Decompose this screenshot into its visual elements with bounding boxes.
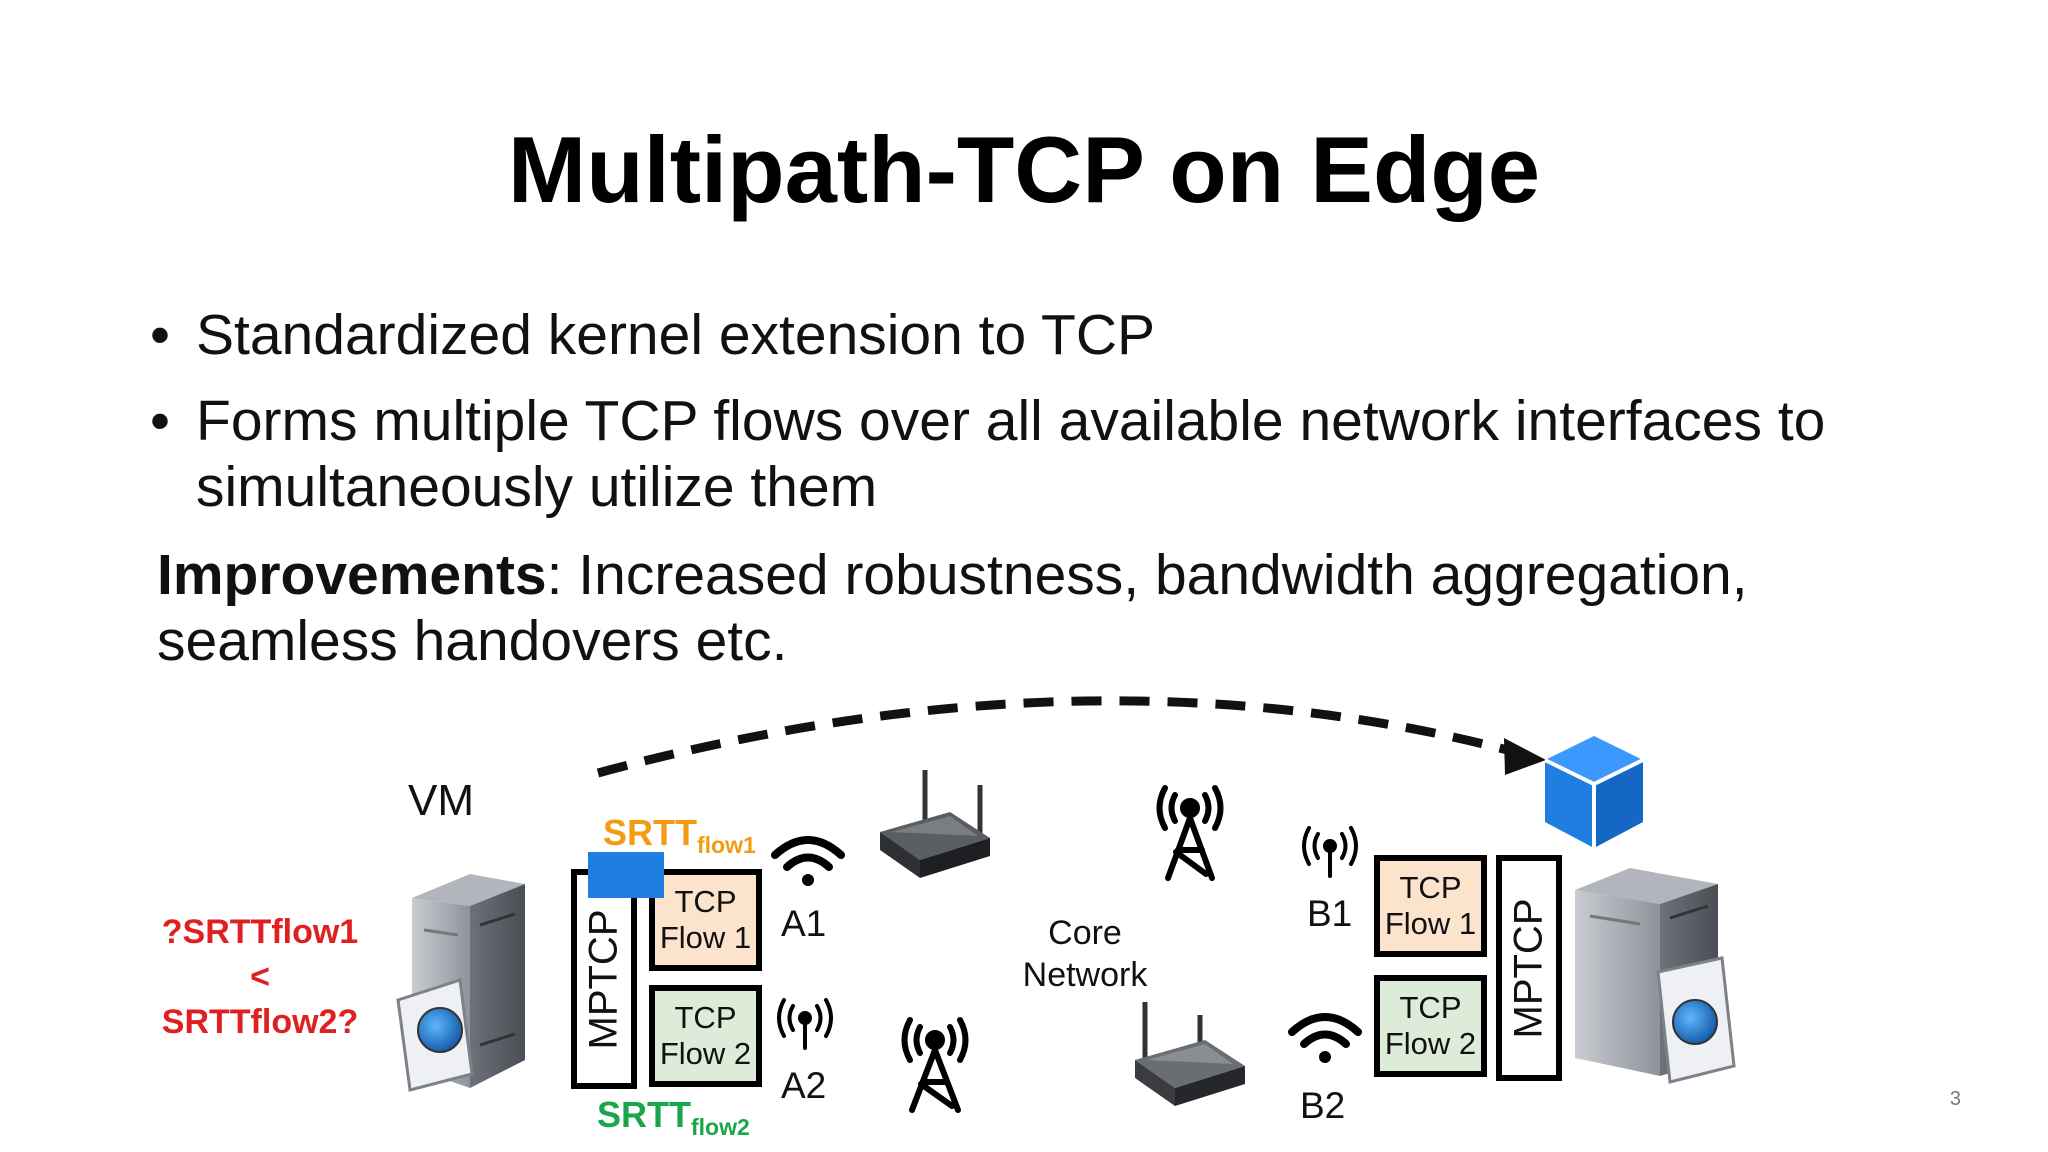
interface-b2-label: B2 bbox=[1300, 1085, 1346, 1126]
core-text: Core bbox=[1048, 914, 1122, 952]
tcp-flow1-label-left: TCP Flow 1 bbox=[652, 884, 759, 956]
server-icon bbox=[396, 874, 525, 1092]
interface-b1-label: B1 bbox=[1307, 893, 1353, 934]
router-icon bbox=[1135, 1002, 1245, 1106]
mptcp-label-right-wrap: MPTCP bbox=[1499, 858, 1559, 1078]
srtt-question: ?SRTTflow1 < SRTTflow2? bbox=[130, 910, 390, 1045]
bullet-dot: • bbox=[150, 303, 170, 367]
slide-title: Multipath-TCP on Edge bbox=[507, 117, 1541, 222]
question-line: ?SRTTflow1 bbox=[161, 913, 359, 951]
mptcp-label: MPTCP bbox=[581, 909, 626, 1049]
srtt-flow2-label: SRTTflow2 bbox=[597, 1094, 750, 1141]
tcp-flow1-label-right: TCP Flow 1 bbox=[1377, 870, 1484, 942]
tcp-text: TCP bbox=[1399, 990, 1462, 1025]
mptcp-box-left bbox=[571, 869, 637, 1089]
network-text: Network bbox=[1022, 956, 1148, 994]
antenna-icon bbox=[1302, 826, 1358, 878]
packet-marker bbox=[588, 852, 664, 898]
router-icon bbox=[880, 770, 990, 878]
improvements-label: Improvements bbox=[157, 543, 547, 607]
cell-tower-icon bbox=[901, 1017, 969, 1113]
tcp-flow2-box-left bbox=[649, 985, 762, 1087]
tcp-text: TCP bbox=[1399, 870, 1462, 905]
tcp-flow2-label-right: TCP Flow 2 bbox=[1377, 990, 1484, 1062]
tcp-flow1-box-right bbox=[1374, 855, 1487, 957]
interface-a1-label: A1 bbox=[781, 903, 827, 944]
mptcp-box-right bbox=[1496, 855, 1562, 1081]
bullet-text: Forms multiple TCP flows over all availa… bbox=[196, 389, 1826, 519]
page-number: 3 bbox=[1949, 1088, 1961, 1110]
srtt-text: SRTT bbox=[603, 812, 697, 853]
antenna-icon bbox=[777, 998, 833, 1050]
tcp-flow2-label-left: TCP Flow 2 bbox=[652, 1000, 759, 1072]
interface-a2-label: A2 bbox=[781, 1065, 827, 1106]
flow-text: Flow 1 bbox=[659, 920, 752, 955]
cube-icon bbox=[1544, 736, 1644, 848]
core-network-label: Core Network bbox=[1005, 912, 1165, 996]
mptcp-label: MPTCP bbox=[1506, 898, 1551, 1038]
bullet-item: • Forms multiple TCP flows over all avai… bbox=[150, 388, 1896, 520]
server-icon bbox=[1575, 868, 1736, 1084]
srtt-text: SRTT bbox=[597, 1094, 691, 1135]
bullet-item: • Standardized kernel extension to TCP bbox=[150, 302, 1156, 368]
srtt-flow1-label: SRTTflow1 bbox=[603, 812, 756, 859]
improvements-text: : Increased robustness, bandwidth aggreg… bbox=[157, 543, 1748, 673]
bullet-text: Standardized kernel extension to TCP bbox=[196, 303, 1156, 367]
flow-text: Flow 1 bbox=[1384, 906, 1477, 941]
bullet-dot: • bbox=[150, 389, 170, 453]
mptcp-label-left-wrap: MPTCP bbox=[574, 872, 634, 1086]
tcp-flow2-box-right bbox=[1374, 975, 1487, 1077]
cell-tower-icon bbox=[1156, 785, 1224, 881]
flow-text: Flow 2 bbox=[1384, 1026, 1477, 1061]
vm-label: VM bbox=[408, 776, 474, 825]
srtt-subscript: flow2 bbox=[691, 1114, 750, 1141]
tcp-flow1-box-left bbox=[649, 869, 762, 971]
tcp-text: TCP bbox=[674, 884, 737, 919]
question-line: < bbox=[250, 958, 270, 996]
flow-text: Flow 2 bbox=[659, 1036, 752, 1071]
wifi-icon bbox=[771, 836, 845, 886]
dashed-migration-arrow bbox=[596, 696, 1546, 778]
question-line: SRTTflow2? bbox=[161, 1003, 359, 1041]
srtt-subscript: flow1 bbox=[697, 832, 756, 859]
wifi-icon bbox=[1288, 1013, 1362, 1063]
improvements-paragraph: Improvements: Increased robustness, band… bbox=[157, 542, 1937, 674]
tcp-text: TCP bbox=[674, 1000, 737, 1035]
